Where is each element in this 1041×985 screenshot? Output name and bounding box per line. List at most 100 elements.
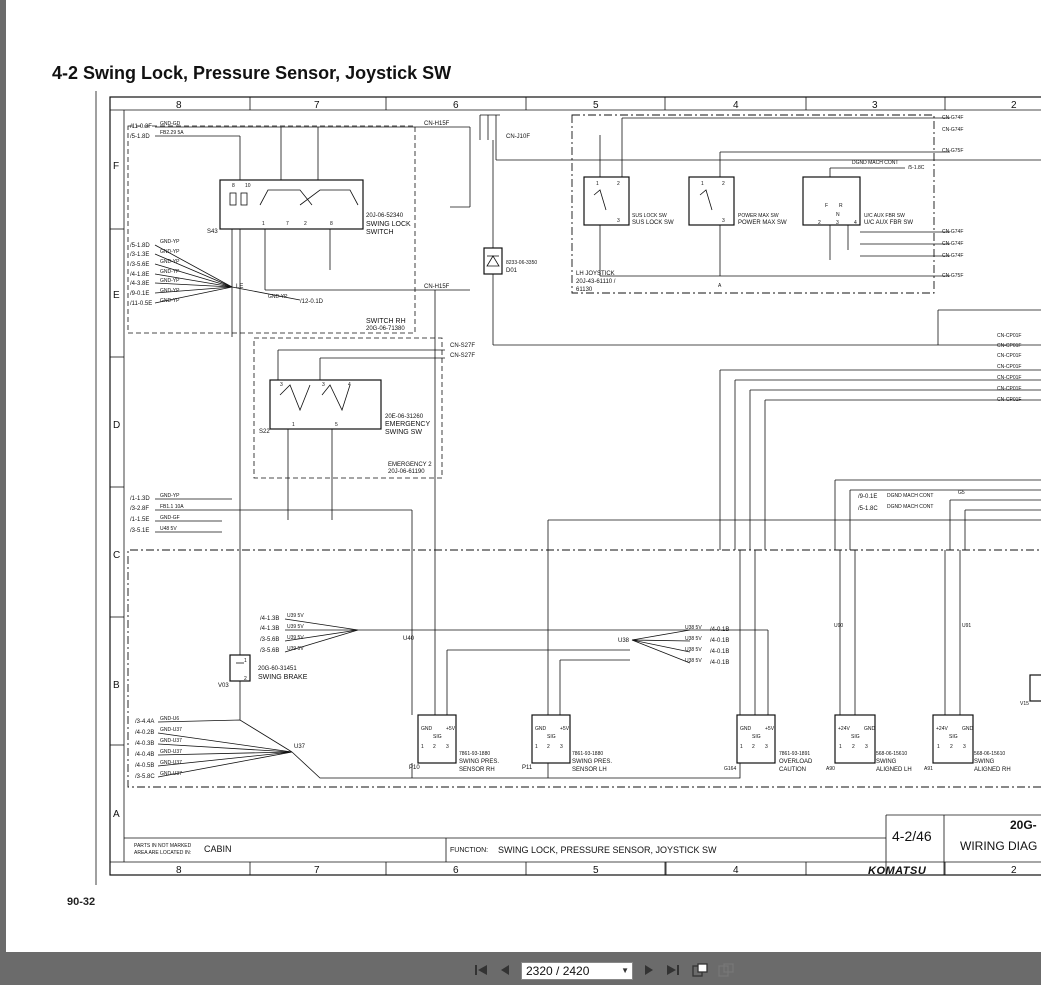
bc-vertical-wires <box>239 550 961 715</box>
svg-text:2: 2 <box>244 676 247 682</box>
svg-text:/5-1.8C: /5-1.8C <box>858 506 878 512</box>
col-label: 6 <box>453 100 459 111</box>
svg-text:2: 2 <box>950 744 953 750</box>
svg-text:F: F <box>825 203 828 209</box>
svg-text:2: 2 <box>304 221 307 227</box>
cabin-bottom-area <box>127 549 1041 788</box>
svg-text:/3-5.1E: /3-5.1E <box>130 528 149 534</box>
svg-text:GND-YP: GND-YP <box>160 259 180 265</box>
prev-page-button[interactable] <box>497 962 513 980</box>
right-connector-labels: CN-G74F CN-G74F CN-G75F CN-G74F CN-G74F … <box>719 115 1041 550</box>
page-number-field[interactable]: 2320 / 2420 ▼ <box>521 962 633 980</box>
page-number: 90-32 <box>67 896 96 908</box>
svg-text:1: 1 <box>244 658 247 664</box>
svg-text:3: 3 <box>446 744 449 750</box>
col-label: 5 <box>593 100 599 111</box>
svg-text:20J-06-61190: 20J-06-61190 <box>388 469 425 475</box>
rotate-icon <box>692 963 708 977</box>
col-label: 4 <box>733 100 739 111</box>
svg-text:/3-5.6E: /3-5.6E <box>130 262 149 268</box>
svg-text:SUS LOCK SW: SUS LOCK SW <box>632 220 674 226</box>
rotate-button[interactable] <box>690 962 710 980</box>
svg-text:U90: U90 <box>834 623 843 629</box>
svg-text:D01: D01 <box>506 268 518 274</box>
svg-text:/4-3.8E: /4-3.8E <box>130 281 149 287</box>
svg-text:2: 2 <box>752 744 755 750</box>
svg-text:/4-0.1B: /4-0.1B <box>710 660 729 666</box>
svg-text:GND-U37: GND-U37 <box>160 771 182 777</box>
svg-text:/4-0.1B: /4-0.1B <box>710 638 729 644</box>
svg-text:SWING: SWING <box>974 759 995 765</box>
first-page-button[interactable] <box>472 962 490 980</box>
last-page-button[interactable] <box>664 962 682 980</box>
svg-text:+5V: +5V <box>765 726 775 732</box>
svg-text:CN-H15F: CN-H15F <box>424 284 450 290</box>
svg-text:3: 3 <box>865 744 868 750</box>
svg-text:U39 5V: U39 5V <box>287 635 304 641</box>
svg-text:A90: A90 <box>826 766 835 772</box>
svg-text:SWING LOCK: SWING LOCK <box>366 221 411 228</box>
svg-text:GND-YP: GND-YP <box>160 249 180 255</box>
svg-text:U39 5V: U39 5V <box>287 624 304 630</box>
svg-text:V03: V03 <box>218 683 229 689</box>
svg-text:GND-GF: GND-GF <box>160 515 180 521</box>
svg-text:2: 2 <box>547 744 550 750</box>
svg-text:SUS LOCK SW: SUS LOCK SW <box>632 213 667 219</box>
row-label: A <box>113 809 120 820</box>
fit-page-button[interactable] <box>716 962 736 980</box>
svg-text:/4-0.3B: /4-0.3B <box>135 741 154 747</box>
svg-text:OVERLOAD: OVERLOAD <box>779 759 813 765</box>
svg-text:SIG: SIG <box>752 734 761 740</box>
svg-text:1: 1 <box>596 181 599 187</box>
row-label: E <box>113 290 120 301</box>
svg-text:GND: GND <box>421 726 433 732</box>
svg-text:DGND MACH CONT: DGND MACH CONT <box>887 493 933 499</box>
svg-text:SENSOR RH: SENSOR RH <box>459 767 495 773</box>
svg-text:3: 3 <box>765 744 768 750</box>
page-title: 4-2 Swing Lock, Pressure Sensor, Joystic… <box>52 63 452 83</box>
svg-text:SWING PRES.: SWING PRES. <box>572 759 612 765</box>
col-label: 2 <box>1011 865 1017 876</box>
svg-text:DGND MACH CONT: DGND MACH CONT <box>852 160 898 166</box>
svg-text:/4-0.2B: /4-0.2B <box>135 730 154 736</box>
svg-text:1: 1 <box>839 744 842 750</box>
pdf-viewer-toolbar: 2320 / 2420 ▼ <box>0 956 1041 985</box>
prev-page-icon <box>501 965 509 975</box>
svg-text:LH JOYSTICK: LH JOYSTICK <box>576 271 615 277</box>
svg-text:P10: P10 <box>409 765 420 771</box>
svg-text:+5V: +5V <box>446 726 456 732</box>
svg-text:1: 1 <box>701 181 704 187</box>
svg-text:SWING SW: SWING SW <box>385 429 422 436</box>
svg-text:G5: G5 <box>958 490 965 496</box>
svg-text:GND-U37: GND-U37 <box>160 760 182 766</box>
next-page-button[interactable] <box>641 962 657 980</box>
row-label: B <box>113 680 120 691</box>
svg-text:20E-06-31260: 20E-06-31260 <box>385 414 424 420</box>
swing-brake-solenoid: 12 20G-60-31451 SWING BRAKE V03 <box>218 654 308 720</box>
svg-text:GND: GND <box>962 726 974 732</box>
svg-text:/5-1.8D: /5-1.8D <box>130 134 150 140</box>
svg-text:/3-1.3E: /3-1.3E <box>130 252 149 258</box>
svg-text:/9-0.1E: /9-0.1E <box>858 494 877 500</box>
first-page-icon <box>475 965 487 975</box>
svg-text:/4-1.3B: /4-1.3B <box>260 626 279 632</box>
svg-text:2: 2 <box>852 744 855 750</box>
svg-text:EMERGENCY: EMERGENCY <box>385 421 430 428</box>
svg-text:CN-G74F: CN-G74F <box>942 253 963 259</box>
svg-text:GND-U6: GND-U6 <box>160 716 179 722</box>
svg-text:U91: U91 <box>962 623 971 629</box>
row-labels: F E D C B A <box>113 161 120 820</box>
svg-text:1: 1 <box>937 744 940 750</box>
svg-text:FB1.1 10A: FB1.1 10A <box>160 504 184 510</box>
svg-text:CN-J10F: CN-J10F <box>506 134 530 140</box>
u38-splice: U38 U38 5V U38 5V U38 5V U38 5V /4-0.1B … <box>618 625 769 715</box>
svg-text:CN-G75F: CN-G75F <box>942 148 963 154</box>
svg-text:/4-1.8E: /4-1.8E <box>130 272 149 278</box>
svg-text:U38 5V: U38 5V <box>685 625 702 631</box>
svg-text:/1-1.3D: /1-1.3D <box>130 496 150 502</box>
svg-text:SWITCH: SWITCH <box>366 229 394 236</box>
svg-text:SIG: SIG <box>949 734 958 740</box>
svg-text:GND-U37: GND-U37 <box>160 738 182 744</box>
